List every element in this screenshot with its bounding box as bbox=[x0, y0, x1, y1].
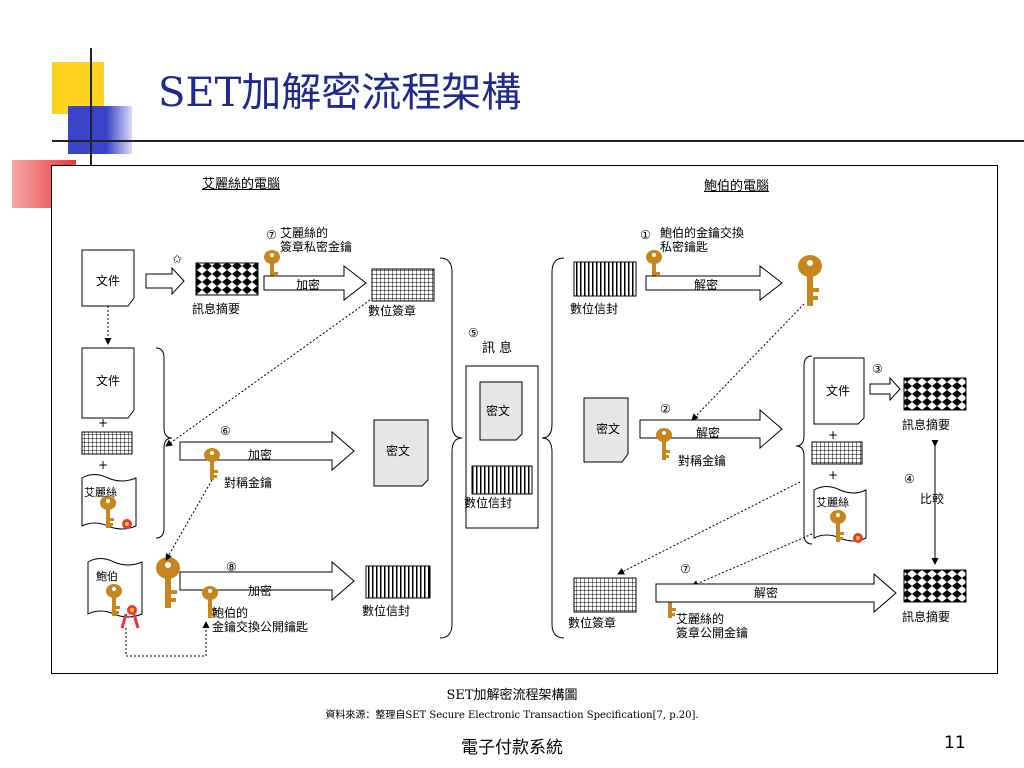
digital-signature-small-left bbox=[81, 431, 133, 455]
step-mark-star: ✩ bbox=[172, 252, 183, 266]
step-mark-message: ⑤ bbox=[468, 326, 479, 340]
bob-public-key-label: 鮑伯的 金鑰交換公開鑰匙 bbox=[212, 606, 309, 634]
alice-computer-title: 艾麗絲的電腦 bbox=[202, 177, 281, 192]
alice-certificate-icon-right bbox=[813, 486, 867, 543]
bob-computer-title: 鮑伯的電腦 bbox=[704, 179, 770, 194]
right-brace bbox=[795, 355, 813, 545]
message-digest-label-right-bottom: 訊息摘要 bbox=[902, 610, 951, 624]
digital-envelope-label-center: 數位信封 bbox=[464, 496, 513, 510]
step-mark-sig-decrypt: ⑦ bbox=[680, 562, 691, 576]
encrypt-label-top: 加密 bbox=[296, 278, 321, 292]
encrypt-arrow-mid bbox=[179, 430, 355, 472]
alice-cert-label-right: 艾麗絲 bbox=[816, 496, 849, 509]
document-label-top: 文件 bbox=[96, 274, 121, 288]
symmetric-key-big-icon-right bbox=[798, 255, 822, 306]
alice-cert-label: 艾麗絲 bbox=[84, 486, 117, 499]
dotted-line-key-to-symkey bbox=[165, 479, 213, 561]
alice-document-mid bbox=[81, 347, 135, 419]
dotted-line-cert-to-pubkey bbox=[691, 533, 813, 587]
step-mark-digest: ③ bbox=[872, 362, 883, 376]
message-digest-block-right-bottom bbox=[903, 569, 967, 603]
ciphertext-block-center bbox=[479, 381, 523, 441]
step-mark-symkey: ⑥ bbox=[220, 424, 231, 438]
symmetric-key-icon-left bbox=[204, 448, 220, 480]
source-note: 資料來源：整理自SET Secure Electronic Transactio… bbox=[325, 710, 699, 721]
digital-envelope-block-left bbox=[365, 565, 431, 599]
plus-2: + bbox=[98, 458, 109, 472]
arrow-to-digest-right bbox=[869, 376, 901, 402]
digital-envelope-block-center bbox=[471, 465, 533, 495]
footer-title: 電子付款系統 bbox=[461, 738, 563, 758]
message-label: 訊 息 bbox=[482, 341, 513, 356]
diagram-graphics bbox=[81, 249, 967, 657]
decor-blue-square bbox=[68, 106, 132, 154]
ciphertext-label-right: 密文 bbox=[596, 422, 621, 436]
decor-vertical-line bbox=[90, 48, 92, 168]
encrypt-arrow-top bbox=[263, 264, 367, 302]
digital-signature-small-right bbox=[811, 441, 863, 465]
ciphertext-label-center: 密文 bbox=[486, 404, 511, 418]
ciphertext-block-left bbox=[373, 419, 429, 487]
compare-label: 比較 bbox=[920, 492, 945, 506]
step-mark-compare: ④ bbox=[904, 472, 915, 486]
step-mark-alice-key: ⑦ bbox=[266, 228, 277, 242]
alice-document-top bbox=[81, 249, 135, 307]
bob-private-key-label: 鮑伯的金鑰交換 私密鑰匙 bbox=[660, 226, 745, 254]
left-brace bbox=[155, 347, 173, 539]
symmetric-key-label-right: 對稱金鑰 bbox=[678, 454, 727, 468]
message-digest-label-left: 訊息摘要 bbox=[192, 302, 241, 316]
digital-envelope-label-right: 數位信封 bbox=[570, 302, 619, 316]
decrypt-arrow-bottom bbox=[655, 572, 897, 614]
slide-title: SET加解密流程架構 bbox=[158, 70, 522, 116]
ciphertext-block-right bbox=[583, 397, 629, 463]
dotted-line-cert-to-key bbox=[125, 621, 210, 657]
encrypt-label-bottom: 加密 bbox=[248, 584, 273, 598]
center-right-brace bbox=[541, 257, 565, 639]
alice-private-key-label: 艾麗絲的 簽章私密金鑰 bbox=[280, 226, 353, 254]
page-number: 11 bbox=[944, 733, 966, 753]
step-mark-bob-key: ① bbox=[640, 228, 651, 242]
digital-envelope-block-right bbox=[573, 261, 637, 297]
center-left-brace bbox=[439, 257, 463, 639]
arrow-to-digest bbox=[145, 266, 185, 296]
decor-yellow-square bbox=[52, 62, 104, 114]
decrypt-label-bottom: 解密 bbox=[754, 586, 779, 600]
alice-public-key-label: 艾麗絲的 簽章公開金鑰 bbox=[676, 612, 749, 640]
document-label-mid: 文件 bbox=[96, 374, 121, 388]
message-digest-block-left bbox=[195, 262, 259, 296]
digital-signature-block-right bbox=[573, 577, 637, 613]
diagram-caption: SET加解密流程架構圖 bbox=[446, 688, 578, 703]
message-digest-block-right-top bbox=[903, 377, 967, 411]
dotted-line-key-to-decrypt bbox=[691, 303, 805, 421]
dotted-line-signature-to-brace bbox=[165, 299, 371, 447]
plus-3: + bbox=[828, 428, 839, 442]
decor-horizontal-line bbox=[52, 140, 1024, 142]
decrypt-label-mid: 解密 bbox=[696, 426, 721, 440]
symmetric-key-small-icon-right bbox=[656, 428, 672, 460]
decrypt-label-top: 解密 bbox=[694, 278, 719, 292]
message-digest-label-right-top: 訊息摘要 bbox=[902, 418, 951, 432]
bob-certificate-icon bbox=[87, 558, 143, 629]
digital-signature-block-left bbox=[371, 268, 435, 302]
digital-signature-label-right: 數位簽章 bbox=[568, 616, 617, 630]
symmetric-key-label-left: 對稱金鑰 bbox=[224, 476, 273, 490]
alice-certificate-icon bbox=[81, 474, 137, 530]
decrypt-arrow-top bbox=[645, 264, 783, 302]
set-flow-diagram: 艾麗絲的電腦 鮑伯的電腦 ⑦ 艾麗絲的 簽章私密金鑰 ✩ 文件 訊息摘要 加密 … bbox=[51, 165, 998, 674]
encrypt-label-mid: 加密 bbox=[248, 448, 273, 462]
step-mark-envelope: ⑧ bbox=[226, 560, 237, 574]
document-label-right: 文件 bbox=[826, 384, 851, 398]
ciphertext-label-left: 密文 bbox=[386, 444, 411, 458]
plus-4: + bbox=[828, 468, 839, 482]
plus-1: + bbox=[98, 416, 109, 430]
step-mark-decrypt-mid: ② bbox=[660, 402, 671, 416]
digital-signature-label-left: 數位簽章 bbox=[368, 304, 417, 318]
bob-cert-label: 鮑伯 bbox=[96, 570, 118, 583]
bob-document bbox=[813, 357, 865, 425]
digital-envelope-label-left: 數位信封 bbox=[362, 604, 411, 618]
dotted-line-signature-to-bottom bbox=[617, 481, 801, 575]
bob-public-key-big-icon bbox=[156, 557, 180, 608]
